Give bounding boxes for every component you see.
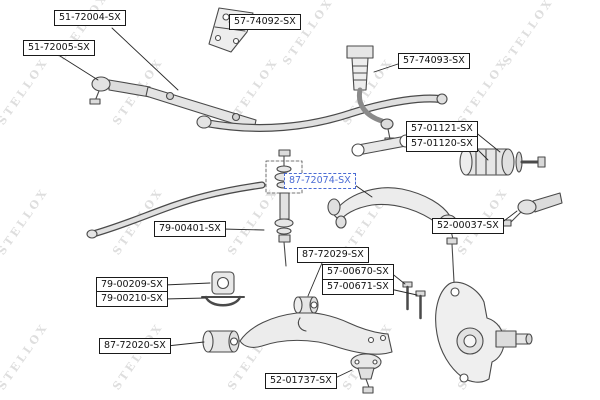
part-label-57-74092-sx[interactable]: 57-74092-SX: [229, 14, 301, 30]
part-lca-rear-bushing: [293, 296, 319, 314]
part-label-51-72004-sx[interactable]: 51-72004-SX: [54, 10, 126, 26]
part-label-52-01737-sx[interactable]: 52-01737-SX: [265, 373, 337, 389]
part-lca-front-bushing: [202, 330, 240, 353]
part-tie-rod-end-right: [500, 192, 563, 227]
part-label-52-00037-sx[interactable]: 52-00037-SX: [432, 218, 504, 234]
part-label-87-72020-sx[interactable]: 87-72020-SX: [99, 338, 171, 354]
part-lower-ball-joint: [350, 353, 382, 394]
part-steering-knuckle: [435, 281, 533, 383]
part-label-57-01121-sx[interactable]: 57-01121-SX: [406, 121, 478, 137]
part-stabilizer-bushing-clamp: [201, 271, 245, 307]
part-lower-control-arm: [239, 312, 393, 355]
part-tie-rod-end-left: [89, 76, 151, 105]
part-stabilizer-bar: [86, 181, 266, 239]
part-label-57-01120-sx[interactable]: 57-01120-SX: [406, 136, 478, 152]
part-label-57-00671-sx[interactable]: 57-00671-SX: [322, 279, 394, 295]
part-center-link: [196, 93, 448, 132]
part-label-87-72074-sx-highlighted[interactable]: 87-72074-SX: [284, 173, 356, 189]
part-label-79-00210-sx[interactable]: 79-00210-SX: [96, 291, 168, 307]
part-strut-rod-bushing: [459, 148, 546, 176]
part-idler-arm: [346, 45, 395, 144]
part-label-51-72005-sx[interactable]: 51-72005-SX: [23, 40, 95, 56]
part-label-87-72029-sx[interactable]: 87-72029-SX: [297, 247, 369, 263]
part-label-79-00401-sx[interactable]: 79-00401-SX: [154, 221, 226, 237]
part-label-57-74093-sx[interactable]: 57-74093-SX: [398, 53, 470, 69]
part-control-arm-shaft: [351, 134, 413, 157]
part-label-57-00670-sx[interactable]: 57-00670-SX: [322, 264, 394, 280]
part-mounting-bolts: [402, 281, 426, 320]
